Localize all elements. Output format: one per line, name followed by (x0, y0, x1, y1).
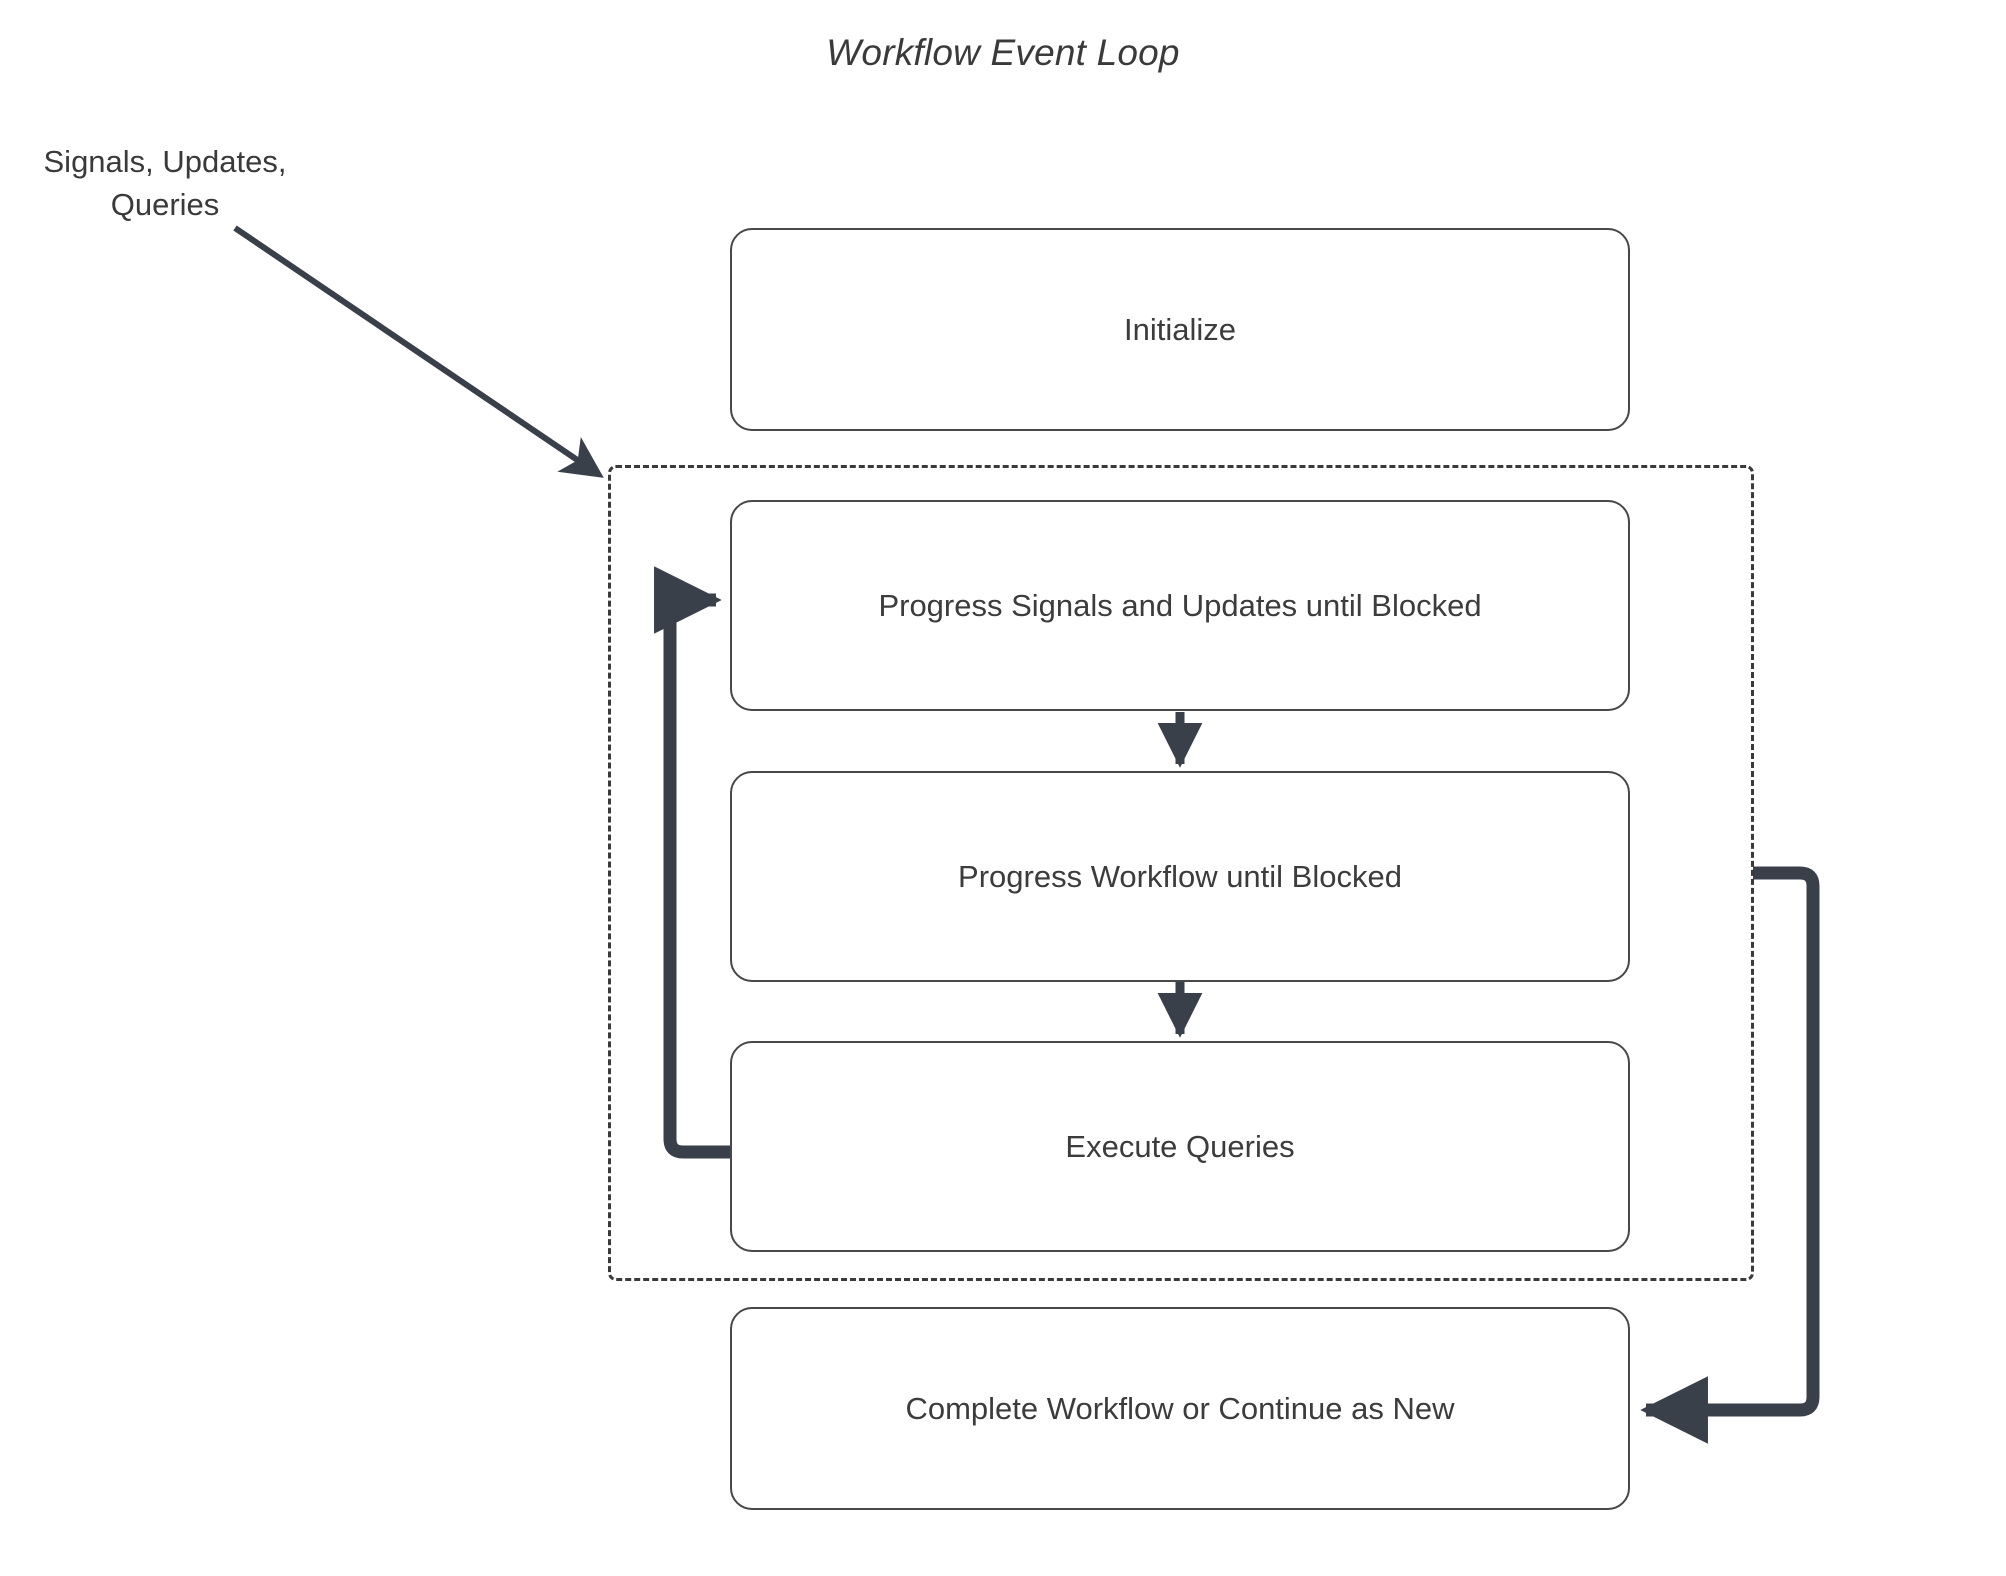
external-input-label-line1: Signals, Updates, (43, 144, 287, 179)
node-progress-workflow[interactable]: Progress Workflow until Blocked (730, 771, 1630, 982)
edge-input-to-loop (233, 225, 604, 478)
loop-region-dashed-boundary (608, 465, 1754, 1281)
node-progress-signals-label: Progress Signals and Updates until Block… (878, 587, 1482, 623)
edge-queries-back-to-signals (654, 566, 730, 1159)
node-progress-workflow-label: Progress Workflow until Blocked (958, 858, 1402, 894)
node-complete-workflow[interactable]: Complete Workflow or Continue as New (730, 1307, 1630, 1510)
edge-loop-to-complete (1640, 866, 1820, 1444)
node-complete-workflow-label: Complete Workflow or Continue as New (905, 1390, 1455, 1426)
page-title: Workflow Event Loop (826, 32, 1180, 73)
external-input-label-line2: Queries (110, 187, 220, 222)
node-progress-signals[interactable]: Progress Signals and Updates until Block… (730, 500, 1630, 711)
node-initialize[interactable]: Initialize (730, 228, 1630, 431)
node-initialize-label: Initialize (1124, 311, 1236, 347)
node-execute-queries-label: Execute Queries (1065, 1128, 1295, 1164)
external-input-label: Signals, Updates, Queries (20, 140, 310, 226)
node-execute-queries[interactable]: Execute Queries (730, 1041, 1630, 1252)
